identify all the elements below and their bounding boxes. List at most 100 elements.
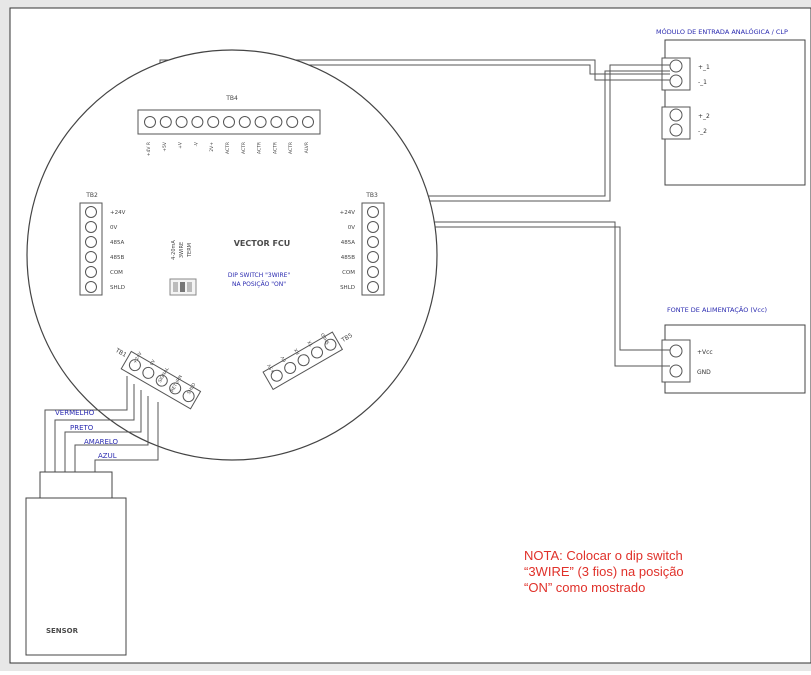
tb2-terminal-screw [85,206,97,218]
tb3-pin-label: 0V [348,225,355,231]
analog-pin-label: -_1 [698,79,707,86]
tb3-pin-label: COM [342,270,355,276]
wire-label-azul: AZUL [98,452,117,460]
tb4-terminal-screw [175,116,188,128]
tb1-pin-label: SHLD [186,382,198,396]
tb4-pin-label: +V [178,141,184,149]
analog-pin-label: +_1 [698,64,710,71]
tb5-terminal-screw [297,354,310,367]
tb4-pin-label: +4V R [146,142,152,156]
dip-switch: 4-20mA 3WIRE TERM [169,240,197,296]
dip-lever [173,282,178,292]
analog-pin-label: -_2 [698,128,707,135]
tb3-terminal-screw [367,266,379,278]
tb3-terminal-screw [367,221,379,233]
power-pin-label: GND [697,369,711,376]
tb4-terminal-screw [302,116,314,128]
wire-vermelho [44,376,128,472]
power-terminal-gnd [669,364,683,378]
note-line: “3WIRE” (3 fios) na posição [524,564,684,579]
power-terminal-vcc [669,344,683,358]
vector-fcu: VECTOR FCU DIP SWITCH "3WIRE" NA POSIÇÃO… [26,49,438,461]
tb1-pin-label: 0V [149,358,158,367]
tb4-pin-label: 2V+ [209,142,215,152]
wire-azul [94,402,159,472]
note-line: NOTA: Colocar o dip switch [524,548,683,563]
sensor: SENSOR [25,471,127,656]
tb1-terminal-screw [182,390,195,403]
dip-switch-name: 3WIRE [179,242,185,258]
tb3-pin-label: SHLD [340,285,355,291]
tb1-terminal-screw [169,382,182,395]
wire-label-preto: PRETO [70,424,94,432]
tb3-label: TB3 [365,192,378,199]
tb2-pin-label: 485A [110,240,124,246]
dip-lever [187,282,192,292]
tb4-terminal-screw [144,116,156,128]
installation-note: NOTA: Colocar o dip switch “3WIRE” (3 fi… [524,548,754,596]
tb2-terminal-screw [85,266,97,278]
tb2-pin-label: SHLD [110,285,125,291]
sensor-wires [44,376,159,472]
analog-terminal-2 [669,74,683,88]
tb1-terminal-screw [155,374,168,387]
tb4-terminal-screw [207,116,220,128]
analog-pin-label: +_2 [698,113,710,120]
tb5-terminal-screw [270,369,283,382]
tb3-terminal-screw [367,236,379,248]
sensor-label: SENSOR [46,627,79,635]
wire-label-amarelo: AMARELO [84,438,119,446]
tb5-pin-label: 0V [279,354,288,363]
analog-module-title: MÓDULO DE ENTRADA ANALÓGICA / CLP [656,27,788,36]
tb4-terminal-screw [223,116,235,128]
tb5-pin-label: TX [307,339,316,348]
tb4-terminal-screw [254,116,267,128]
tb5-pin-label: +5V [266,362,277,374]
tb1-pin-label: +24V [132,350,144,365]
fcu-title: VECTOR FCU [234,239,291,248]
tb5-pin-label: SHLD [320,331,332,345]
tb1-terminal-screw [142,366,155,379]
tb4-label: TB4 [225,95,238,102]
wire-label-vermelho: VERMELHO [55,409,95,417]
tb5-pin-label: RX [293,347,301,355]
dip-switch-name: 4-20mA [171,240,177,260]
dip-label-line-2: NA POSIÇÃO "ON" [232,281,286,288]
tb2-pin-label: 0V [110,225,117,231]
tb1-terminal-screw [128,359,141,372]
wire-labels: VERMELHO PRETO AMARELO AZUL [55,409,119,460]
tb2-terminal-screw [85,236,97,248]
note-line: “ON” como mostrado [524,580,646,595]
tb4-terminal-screw [238,116,251,128]
tb2-pin-label: COM [110,270,123,276]
tb2-terminal-screw [85,221,97,233]
power-supply-title: FONTE DE ALIMENTAÇÃO (Vcc) [667,305,767,314]
tb4-pin-label: ACTR [272,142,278,154]
tb2-label: TB2 [85,192,98,199]
tb2-terminal-screw [85,281,97,293]
tb3-terminal-screw [367,206,379,218]
tb4-pin-label: ACTR [225,142,231,154]
tb4-terminal-screw [191,116,204,128]
tb4-terminal-screw [286,116,299,128]
tb4-terminal-screw [270,116,283,128]
wire-tb3-power-gnd [380,221,670,367]
tb4-terminal-screw [159,116,172,128]
wire-vermelho-2 [54,384,135,472]
tb4-pin-label: ACTR [257,142,263,154]
tb4-pin-label: +5V [162,141,168,152]
analog-terminal-4 [669,123,683,137]
tb4-pin-label: ACTR [288,142,294,154]
tb3-terminal-screw [367,251,379,263]
wire-preto [64,390,142,472]
tb3-pin-label: 485B [341,255,355,261]
tb4-pin-label: -V [193,141,199,146]
tb2-pin-label: +24V [110,210,126,216]
sensor-body [25,497,127,656]
tb2-pin-label: 485B [110,255,124,261]
dip-label-line-1: DIP SWITCH "3WIRE" [228,272,291,279]
